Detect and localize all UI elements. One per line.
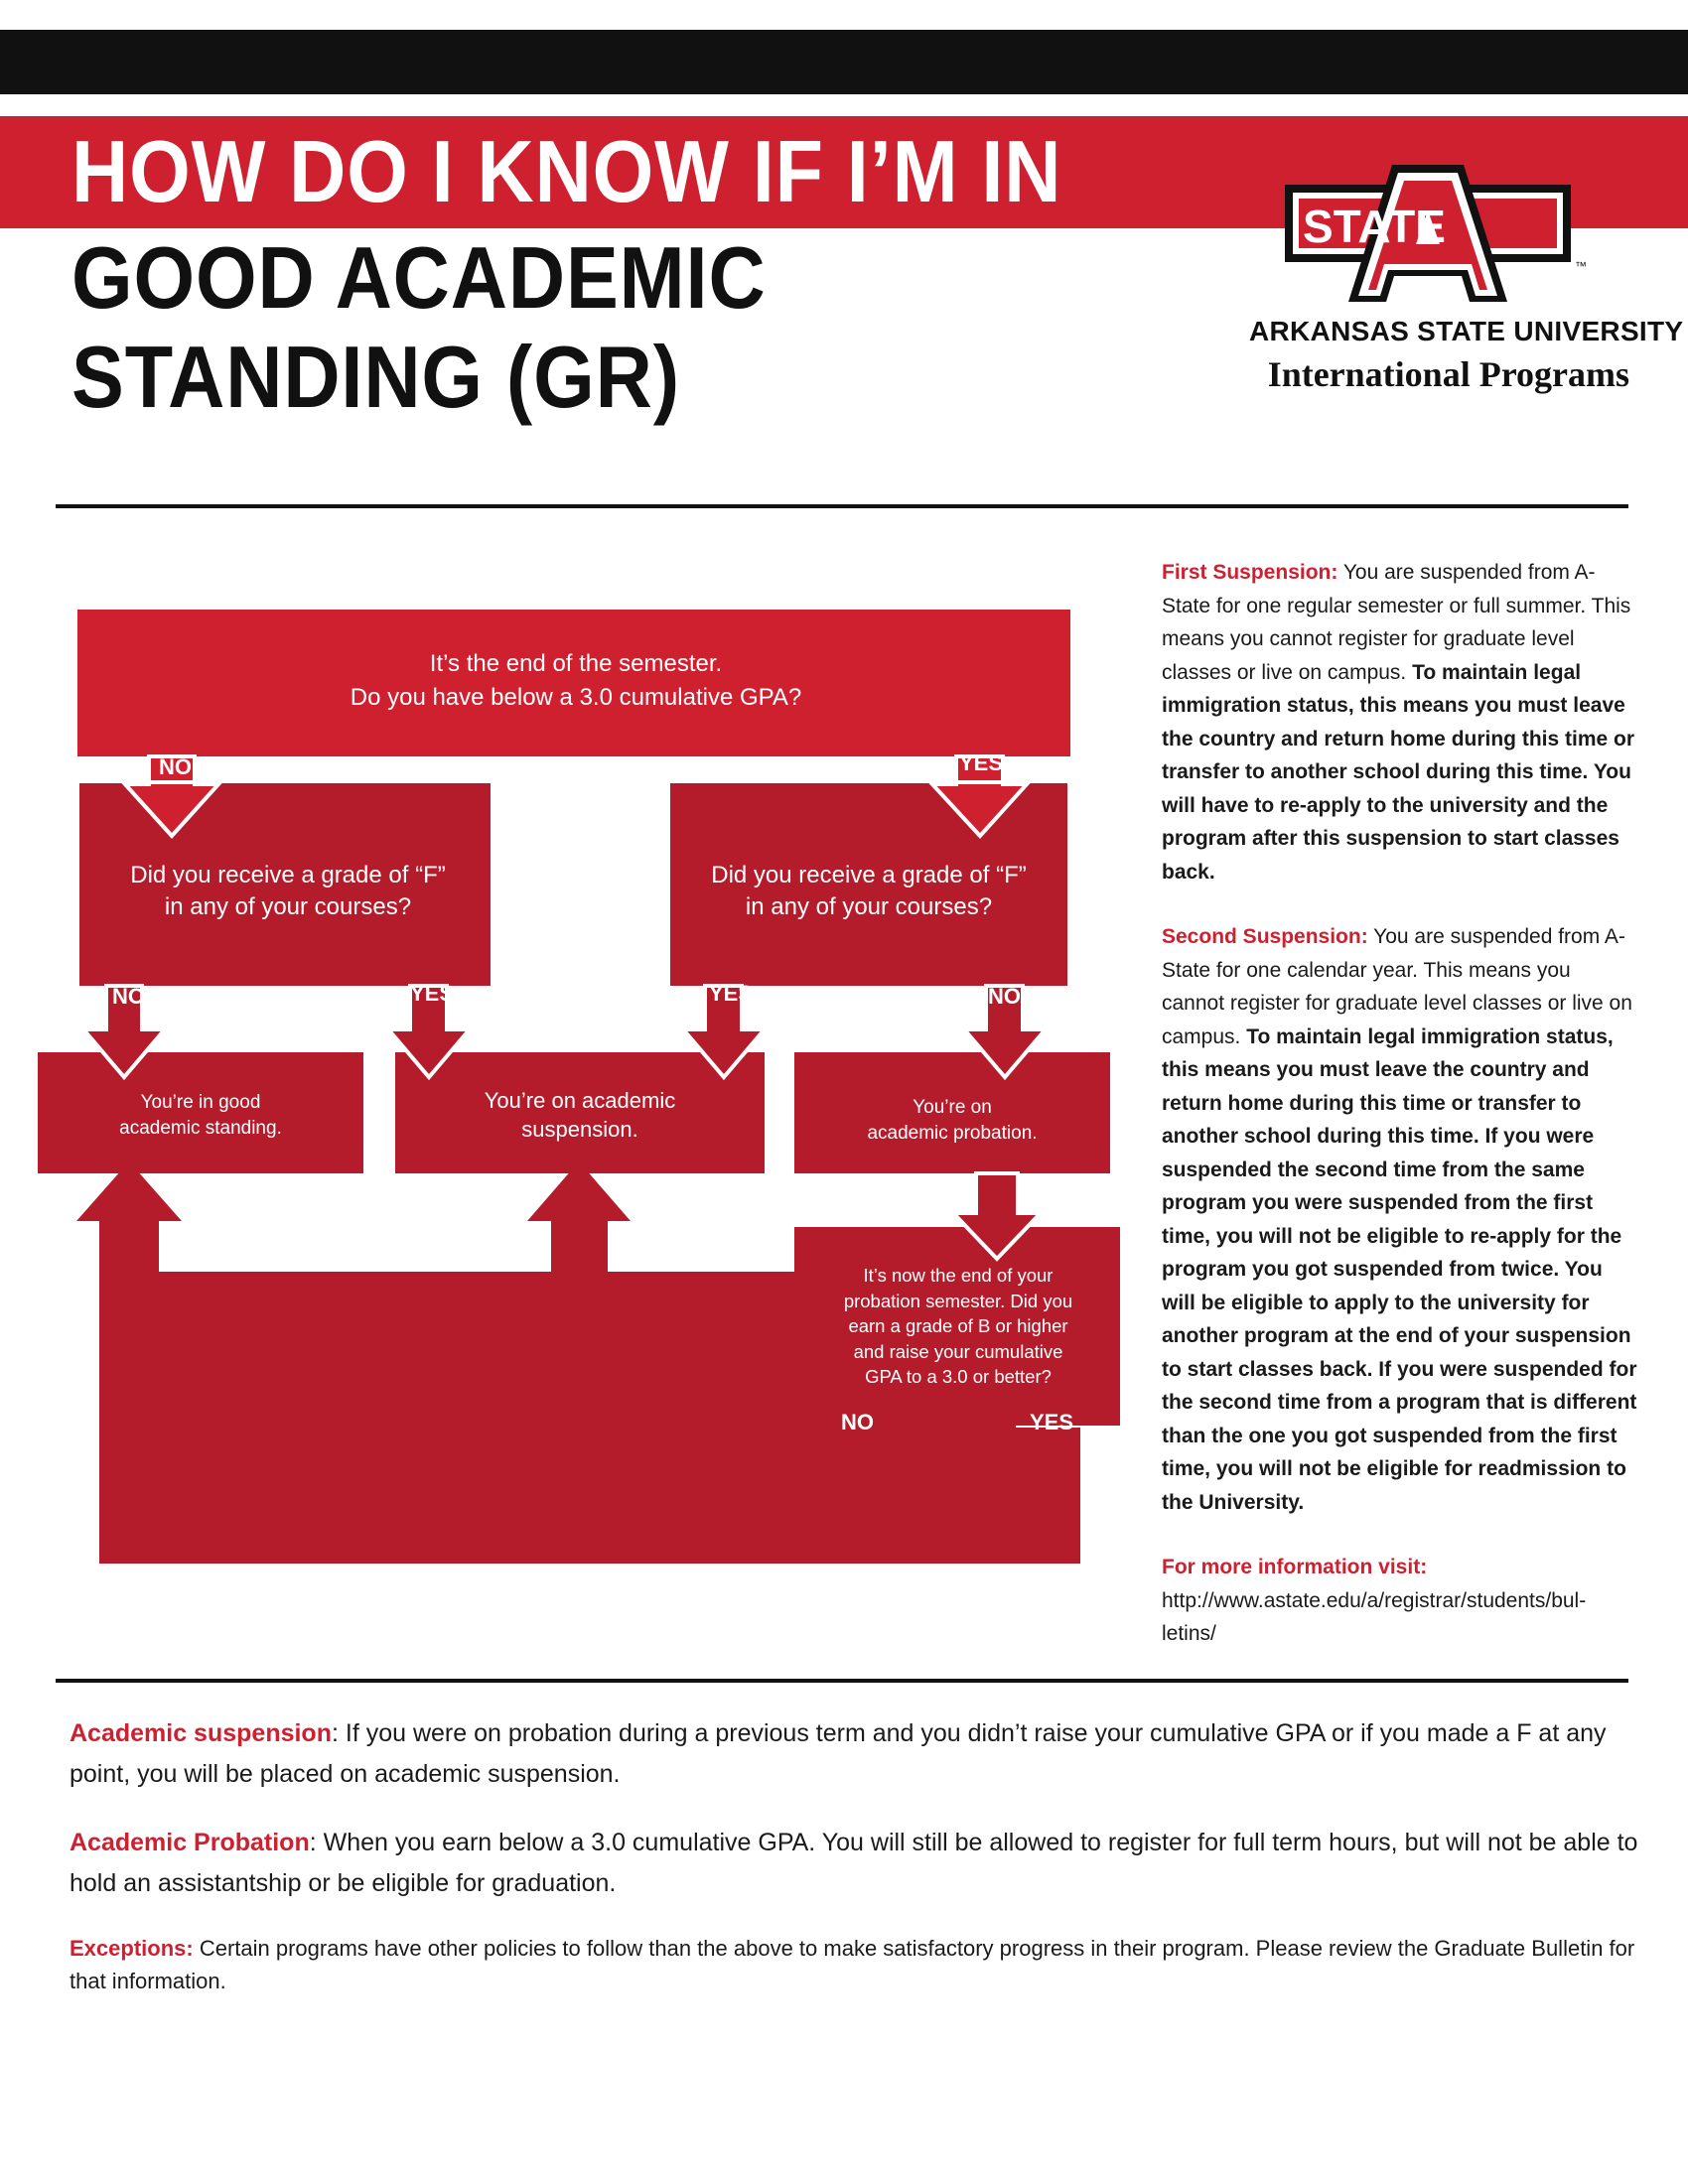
- astate-logo: STATE ™: [1285, 165, 1587, 302]
- label-probation-no: NO: [841, 1410, 874, 1434]
- logo-trademark: ™: [1575, 259, 1587, 273]
- divider-bottom: [56, 1679, 1628, 1683]
- definitions: Academic suspension: If you were on prob…: [70, 1713, 1638, 2025]
- second-suspension-paragraph: Second Suspension: You are suspended fro…: [1162, 925, 1637, 1514]
- page-title-line-1: HOW DO I KNOW IF I’M IN: [71, 122, 1062, 220]
- divider-top: [56, 504, 1628, 508]
- logo-wordmark: STATE: [1303, 201, 1446, 252]
- first-suspension-paragraph: First Suspension: You are suspended from…: [1162, 561, 1635, 884]
- top-black-bar: [0, 30, 1688, 94]
- page-title-line-3: STANDING (GR): [71, 328, 680, 426]
- q-f-box-left: [79, 783, 491, 986]
- q-f-box-right: [670, 783, 1067, 986]
- q-start-text: It’s the end of the semester.Do you have…: [350, 650, 802, 711]
- page-title-line-2: GOOD ACADEMIC: [71, 228, 767, 327]
- label-probation-yes: YES: [1030, 1410, 1074, 1434]
- label-left-no: NO: [112, 984, 145, 1009]
- q-start-box: [77, 610, 1070, 756]
- label-start-no: NO: [159, 754, 192, 779]
- more-info-link[interactable]: http://www.astate.edu/a/registrar/studen…: [1162, 1588, 1587, 1646]
- q-probation-box: [794, 1227, 1120, 1426]
- def-exceptions: Exceptions: Certain programs have other …: [70, 1936, 1635, 1993]
- outcome-probation-box: [794, 1052, 1110, 1173]
- q-f-text-left: Did you receive a grade of “F”in any of …: [130, 862, 446, 920]
- q-f-text-right: Did you receive a grade of “F”in any of …: [711, 862, 1027, 920]
- def-academic-probation: Academic Probation: When you earn below …: [70, 1829, 1638, 1897]
- outcome-good-box: [38, 1052, 363, 1173]
- loop-to-suspension: [527, 1161, 887, 1499]
- university-name: ARKANSAS STATE UNIVERSITY: [1249, 316, 1684, 346]
- suspension-sidebar: First Suspension: You are suspended from…: [1162, 556, 1638, 1651]
- label-right-no: NO: [988, 984, 1021, 1009]
- more-info: For more information visit: http://www.a…: [1162, 1551, 1638, 1651]
- department-name: International Programs: [1267, 354, 1629, 394]
- label-start-yes: YES: [959, 751, 1004, 775]
- outcome-suspension-box: [395, 1052, 765, 1173]
- label-right-yes: YES: [709, 981, 754, 1006]
- label-left-yes: YES: [410, 981, 455, 1006]
- def-academic-suspension: Academic suspension: If you were on prob…: [70, 1719, 1607, 1788]
